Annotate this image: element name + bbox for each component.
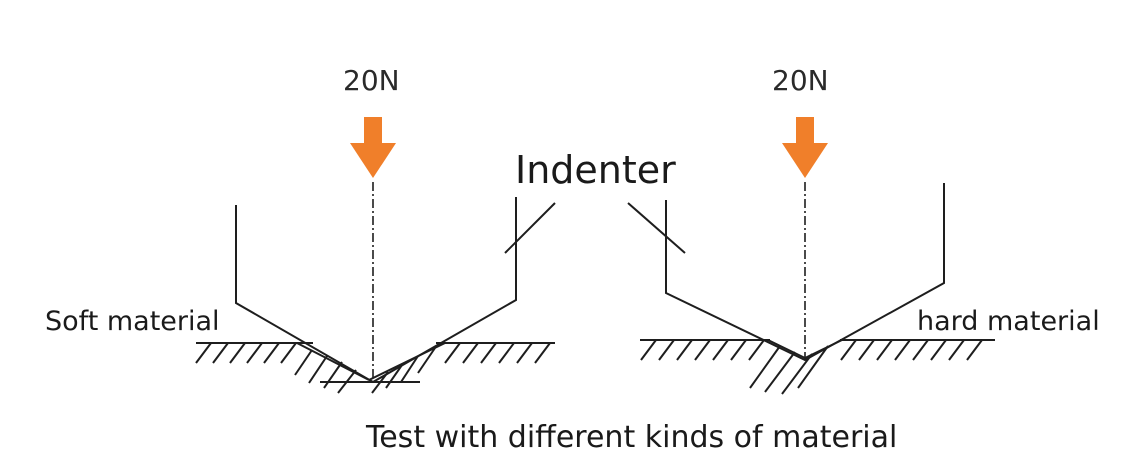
force-arrow-right: [782, 117, 828, 178]
diagram-caption: Test with different kinds of material: [366, 420, 898, 455]
indenter-outline-right: [665, 183, 945, 362]
hard-material-label: hard material: [917, 306, 1100, 337]
indenter-label: Indenter: [515, 148, 676, 192]
indenter-pointer-left: [504, 202, 556, 254]
force-label-right: 20N: [772, 64, 829, 97]
force-label-left: 20N: [343, 64, 400, 97]
soft-material-label: Soft material: [45, 306, 220, 337]
force-arrow-left: [350, 117, 396, 178]
soft-material-surface: [195, 342, 555, 394]
indenter-pointer-right: [627, 202, 686, 254]
hard-material-surface: [640, 339, 995, 395]
indenter-outline-left: [235, 197, 517, 384]
